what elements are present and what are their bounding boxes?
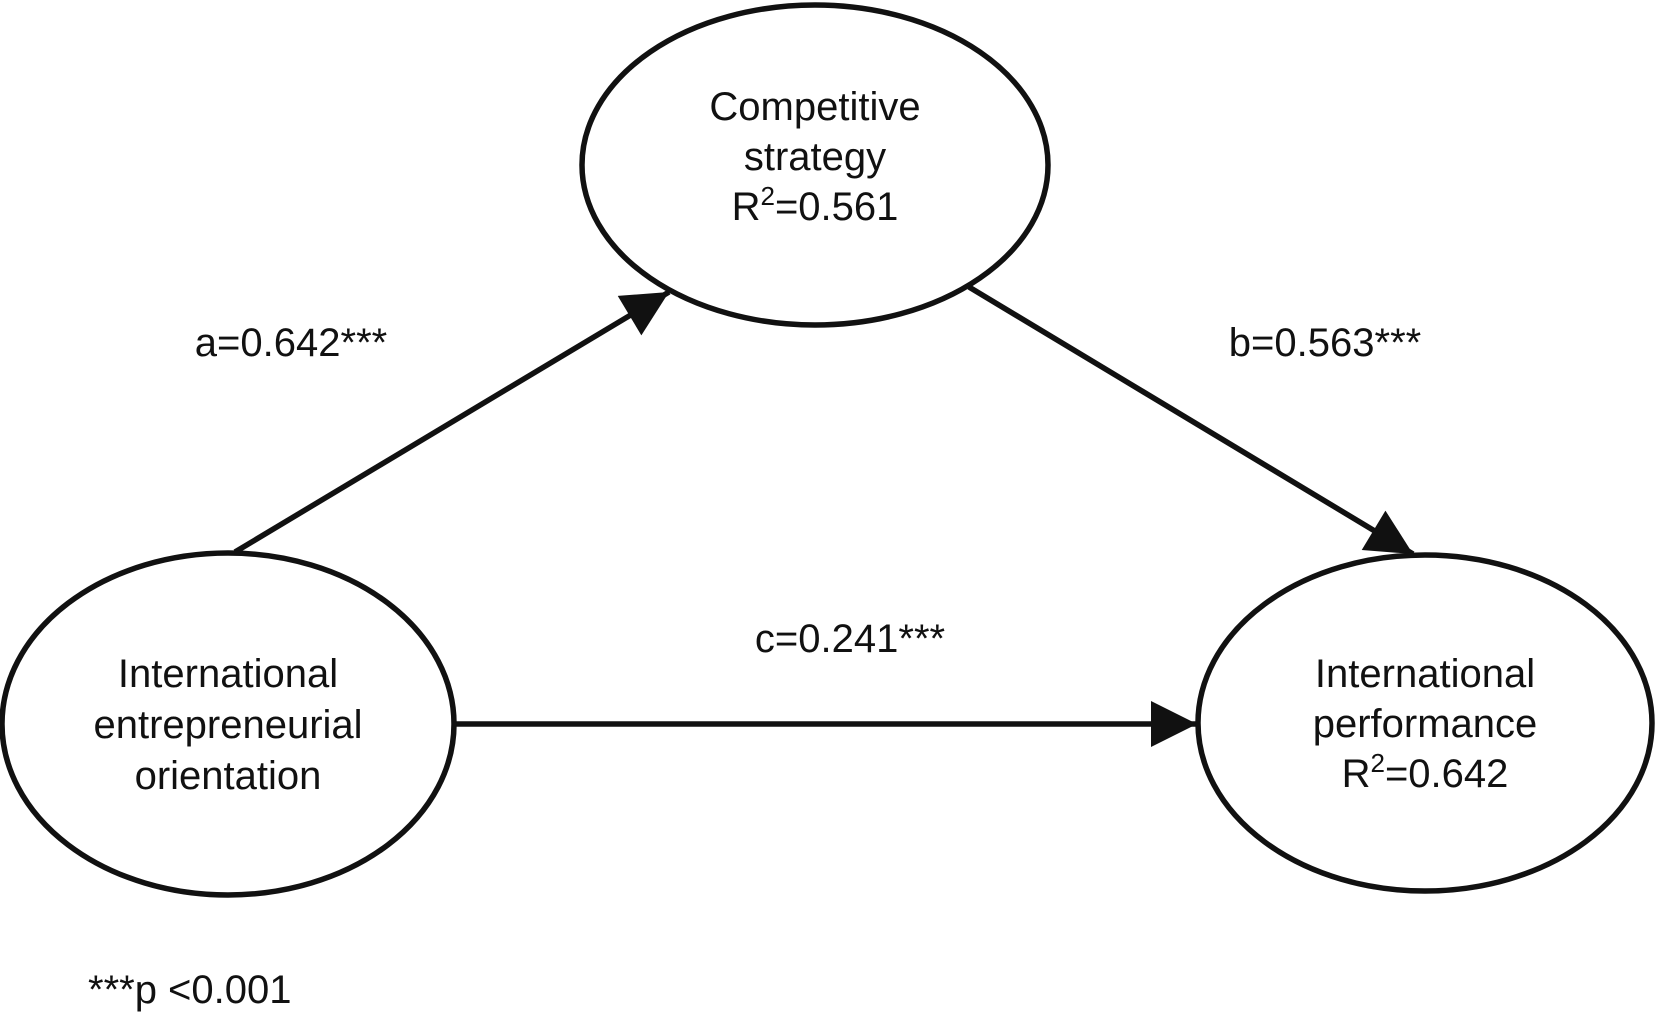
r2-rest: =0.561 — [775, 185, 898, 229]
path-b-label: b=0.563*** — [1229, 321, 1421, 365]
performance-r2: R2=0.642 — [1342, 748, 1509, 796]
ieo-line1: International — [118, 652, 338, 696]
ieo-line2: entrepreneurial — [93, 703, 362, 747]
performance-line1: International — [1315, 652, 1535, 696]
r2-superscript: 2 — [1370, 748, 1384, 778]
r2-superscript: 2 — [760, 181, 774, 211]
path-c-label: c=0.241*** — [755, 617, 945, 661]
r2-rest: =0.642 — [1385, 752, 1508, 796]
node-competitive-strategy — [579, 2, 1051, 328]
competitive-strategy-line1: Competitive — [709, 85, 920, 129]
node-international-entrepreneurial-orientation — [0, 550, 457, 898]
r2-base: R — [1342, 752, 1371, 796]
competitive-strategy-line2: strategy — [744, 135, 886, 179]
path-b-arrow — [967, 284, 1415, 557]
node-international-performance — [1195, 552, 1655, 894]
path-a-label: a=0.642*** — [195, 321, 387, 365]
path-a-arrow — [233, 289, 671, 555]
r2-base: R — [732, 185, 761, 229]
competitive-strategy-r2: R2=0.561 — [732, 181, 899, 229]
performance-line2: performance — [1313, 702, 1538, 746]
significance-footnote: ***p <0.001 — [88, 968, 292, 1012]
ieo-line3: orientation — [135, 754, 322, 798]
